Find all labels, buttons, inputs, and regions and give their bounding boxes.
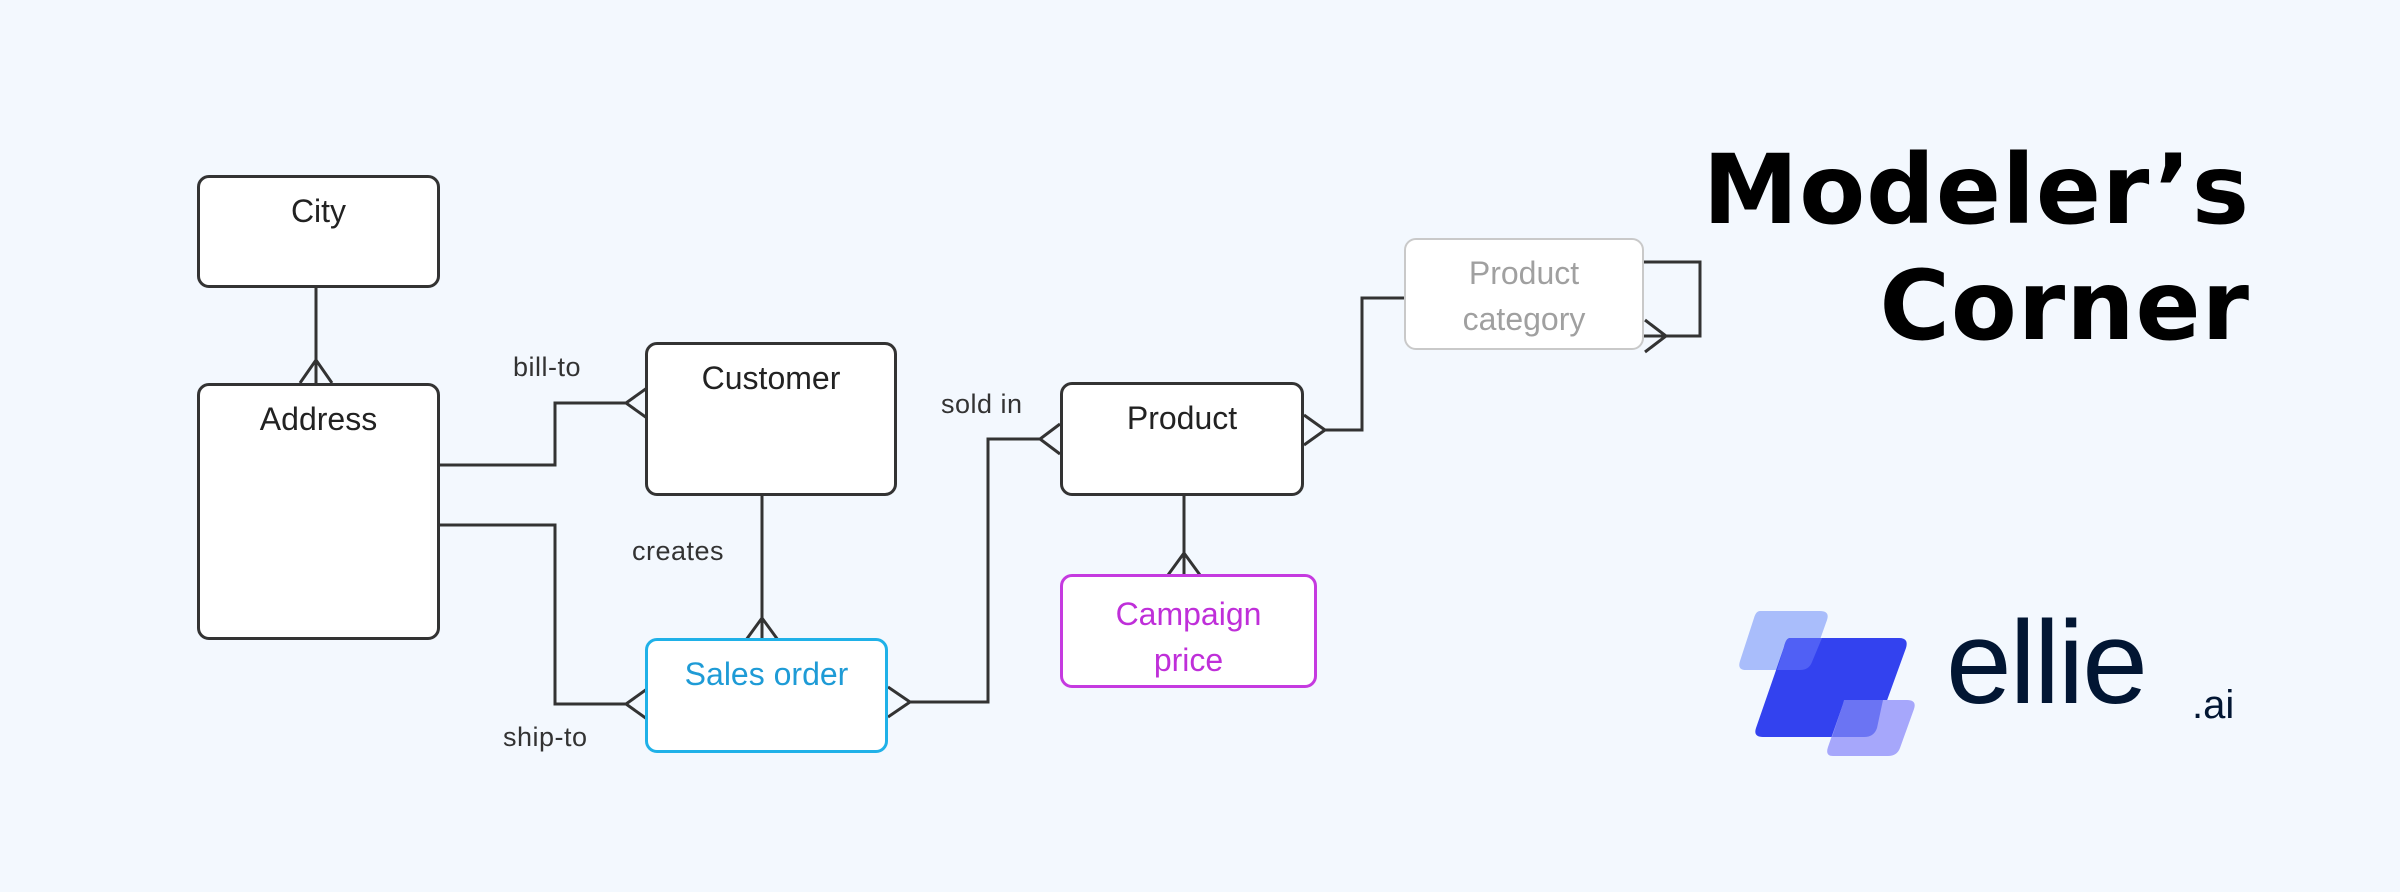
label-creates: creates (632, 536, 725, 566)
crowfoot-category-self (1644, 318, 1669, 354)
crowfoot-campaign-top (1166, 550, 1202, 576)
entity-campaign-price[interactable]: Campaign price (1060, 574, 1317, 688)
entity-customer-label: Customer (701, 360, 841, 396)
line-category-self (1643, 260, 1702, 338)
entity-product[interactable]: Product (1060, 382, 1304, 496)
line-bill-to (440, 401, 626, 467)
crowfoot-sales-right (887, 685, 913, 719)
crowfoot-product-left (1037, 422, 1061, 456)
entity-sales-order[interactable]: Sales order (645, 638, 888, 753)
crowfoot-address-top (298, 357, 334, 384)
headline-line-1: Modeler’s (1702, 134, 2250, 246)
entity-city[interactable]: City (197, 175, 440, 288)
entity-sales-order-label: Sales order (684, 656, 849, 692)
label-ship-to: ship-to (503, 722, 588, 752)
entity-product-label: Product (1126, 400, 1238, 436)
label-bill-to: bill-to (513, 352, 582, 382)
crowfoot-sales-top (744, 615, 780, 641)
logo-overlap-bottom (1832, 700, 1883, 737)
line-ship-to (440, 523, 626, 706)
logo-overlap-top (1777, 638, 1822, 670)
line-category-product (1325, 296, 1406, 432)
brand-suffix: .ai (2192, 683, 2235, 727)
line-sold-in (910, 437, 1040, 704)
entity-address-label: Address (259, 401, 378, 437)
entity-campaign-price-label: Campaign price (1115, 596, 1262, 678)
entity-customer[interactable]: Customer (645, 342, 897, 496)
headline: Modeler’s Corner (1703, 132, 2250, 364)
crowfoot-product-right (1303, 413, 1328, 447)
label-sold-in: sold in (941, 389, 1023, 419)
crowfoot-sales-left (623, 687, 648, 721)
headline-line-2: Corner (1879, 250, 2250, 362)
crowfoot-customer-left (623, 386, 648, 420)
brand-name: ellie (1946, 597, 2148, 729)
entity-city-label: City (290, 193, 347, 229)
entity-product-category-label: Product category (1462, 255, 1586, 337)
entity-address[interactable]: Address (197, 383, 440, 640)
entity-product-category[interactable]: Product category (1404, 238, 1644, 350)
